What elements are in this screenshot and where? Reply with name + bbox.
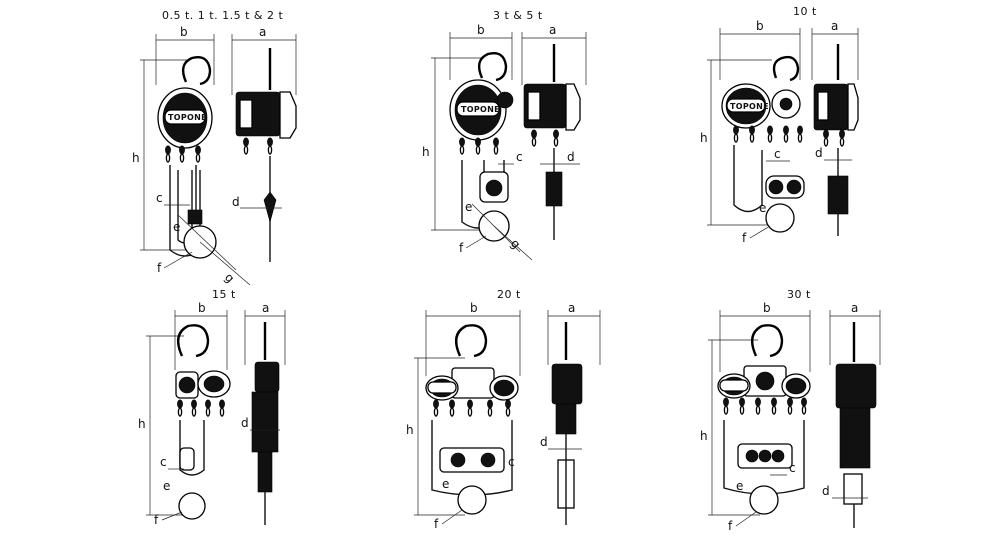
bottom-block bbox=[187, 209, 203, 225]
dim-a-label: a bbox=[259, 25, 266, 39]
dim-d-label: d bbox=[815, 146, 823, 160]
dim-h-label: h bbox=[406, 423, 414, 437]
dim-e-label: e bbox=[759, 201, 766, 215]
bottom-hook bbox=[749, 485, 779, 515]
dim-c-label: c bbox=[156, 191, 163, 205]
dim-b-label: b bbox=[198, 301, 206, 315]
brand-logo: TOPONE bbox=[730, 102, 769, 111]
dim-a-label: a bbox=[851, 301, 858, 315]
dim-d-label: d bbox=[822, 484, 830, 498]
dim-f-label: f bbox=[728, 519, 733, 533]
side-body bbox=[835, 363, 877, 409]
dim-h-label: h bbox=[132, 151, 140, 165]
dim-e-label: e bbox=[163, 479, 170, 493]
dim-f-label: f bbox=[459, 241, 464, 255]
dim-c-label: c bbox=[789, 461, 796, 475]
brand-logo: TOPONE bbox=[168, 113, 207, 122]
brand-logo: TOPONE bbox=[461, 105, 500, 114]
capacity-label: 3 t & 5 t bbox=[493, 9, 543, 22]
dim-f-label: f bbox=[742, 231, 747, 245]
dim-a-label: a bbox=[568, 301, 575, 315]
dim-d-label: d bbox=[241, 416, 249, 430]
panel-15-t: 15 t b a h c e f d bbox=[138, 288, 286, 527]
dim-g-label: g bbox=[222, 270, 237, 285]
dim-f-label: f bbox=[157, 261, 162, 275]
capacity-label: 0.5 t. 1 t. 1.5 t & 2 t bbox=[162, 9, 283, 22]
dim-d-label: d bbox=[567, 150, 575, 164]
top-hook bbox=[181, 56, 212, 86]
dim-d-label: d bbox=[232, 195, 240, 209]
dim-e-label: e bbox=[465, 200, 472, 214]
dim-e-label: e bbox=[173, 220, 180, 234]
top-hook bbox=[176, 324, 210, 358]
bottom-hook bbox=[457, 485, 487, 515]
dim-h-label: h bbox=[700, 131, 708, 145]
dim-a-label: a bbox=[549, 23, 556, 37]
panel-0-5-to-2-t: 0.5 t. 1 t. 1.5 t & 2 t b a h TOPONE g c… bbox=[132, 9, 297, 286]
panel-30-t: 30 t b a h c e f d bbox=[700, 288, 881, 533]
dim-b-label: b bbox=[756, 19, 764, 33]
top-hook bbox=[454, 324, 488, 358]
bottom-hook bbox=[765, 203, 795, 233]
bottom-hook bbox=[178, 492, 206, 520]
dim-c-label: c bbox=[774, 147, 781, 161]
dim-b-label: b bbox=[470, 301, 478, 315]
top-hook bbox=[772, 55, 800, 82]
capacity-label: 20 t bbox=[497, 288, 521, 301]
capacity-label: 30 t bbox=[787, 288, 811, 301]
side-body bbox=[551, 363, 583, 405]
dim-h-label: h bbox=[422, 145, 430, 159]
panel-10-t: 10 t b a h TOPONE c e f bbox=[700, 5, 859, 245]
bottom-block bbox=[179, 447, 195, 471]
dim-g-label: g bbox=[508, 236, 523, 251]
dim-e-label: e bbox=[736, 479, 743, 493]
dim-c-label: c bbox=[160, 455, 167, 469]
dim-f-label: f bbox=[154, 513, 159, 527]
dim-c-label: c bbox=[516, 150, 523, 164]
dim-e-label: e bbox=[442, 477, 449, 491]
top-hook bbox=[750, 324, 784, 358]
dim-f-label: f bbox=[434, 517, 439, 531]
capacity-label: 15 t bbox=[212, 288, 236, 301]
dim-c-label: c bbox=[508, 455, 515, 469]
panel-20-t: 20 t b a h c e f d bbox=[406, 288, 601, 531]
dim-a-label: a bbox=[831, 19, 838, 33]
dim-d-label: d bbox=[540, 435, 548, 449]
dim-a-label: a bbox=[262, 301, 269, 315]
panel-3-to-5-t: 3 t & 5 t b a h TOPONE g c e f bbox=[422, 9, 587, 261]
dim-h-label: h bbox=[138, 417, 146, 431]
dim-b-label: b bbox=[763, 301, 771, 315]
dim-b-label: b bbox=[180, 25, 188, 39]
dim-h-label: h bbox=[700, 429, 708, 443]
hoist-body bbox=[451, 367, 495, 399]
capacity-label: 10 t bbox=[793, 5, 817, 18]
dim-b-label: b bbox=[477, 23, 485, 37]
side-body bbox=[254, 361, 280, 393]
top-hook bbox=[477, 52, 508, 82]
